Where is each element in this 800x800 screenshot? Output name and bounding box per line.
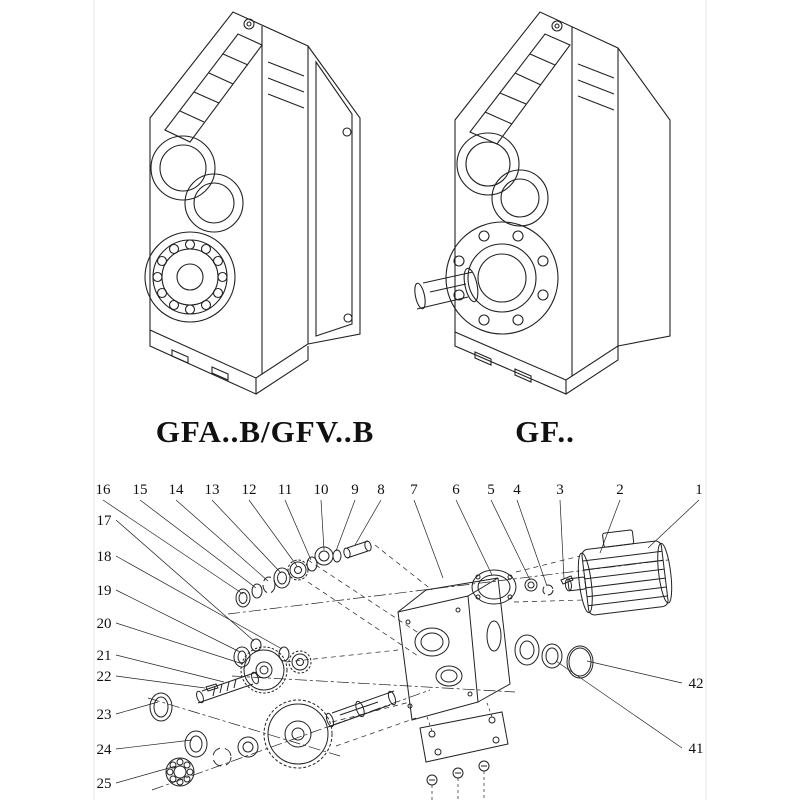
washer: [524, 578, 538, 592]
callout-15: 15: [132, 482, 148, 498]
gear-housing: [397, 577, 511, 721]
callout-10: 10: [313, 482, 329, 498]
callout-5: 5: [487, 482, 495, 498]
center-axes: [147, 559, 669, 791]
callout-13: 13: [204, 482, 220, 498]
eyebolt-hole: [243, 18, 255, 30]
motor: [564, 529, 673, 616]
callout-4: 4: [513, 482, 521, 498]
motor-terminal-box: [602, 529, 635, 548]
callout-8: 8: [377, 482, 385, 498]
callout-11: 11: [277, 482, 293, 498]
output-shaft: [414, 267, 479, 310]
page-edge-lines: [93, 0, 707, 800]
callout-1: 1: [695, 482, 703, 498]
intermediate-shaft: [196, 671, 259, 704]
input-pinion-parts: [235, 540, 372, 608]
hollow-shaft-bearing: [144, 231, 236, 323]
callout-22: 22: [96, 669, 112, 685]
callout-17: 17: [96, 513, 112, 529]
exploded-view-drawing: [102, 499, 700, 800]
callout-20: 20: [96, 616, 112, 632]
callout-7: 7: [410, 482, 418, 498]
callout-25: 25: [96, 776, 112, 792]
callout-14: 14: [168, 482, 184, 498]
output-side-rings: [514, 634, 594, 679]
callout-2: 2: [616, 482, 624, 498]
output-gear-and-shaft: [263, 690, 397, 769]
callout-18: 18: [96, 549, 112, 565]
gear-unit-gfab-drawing: [144, 11, 361, 395]
callout-16: 16: [95, 482, 111, 498]
flange-gasket: [471, 569, 517, 605]
callout-9: 9: [351, 482, 359, 498]
cover-plate: [419, 699, 509, 800]
eyebolt-hole: [551, 20, 563, 32]
figure-label-gf: GF..: [515, 414, 575, 449]
circlip: [542, 584, 554, 596]
callout-6: 6: [452, 482, 460, 498]
motor-shaft-stub: [567, 576, 587, 592]
projection-lines: [285, 544, 585, 747]
callout-12: 12: [241, 482, 257, 498]
callout-24: 24: [96, 742, 112, 758]
intermediate-gear-parts: [233, 638, 312, 694]
gear-unit-gf-drawing: [414, 11, 671, 395]
callout-19: 19: [96, 583, 112, 599]
figure-label-gfab-gfvb: GFA..B/GFV..B: [155, 414, 375, 449]
callout-21: 21: [96, 648, 112, 664]
callout-42: 42: [688, 676, 704, 692]
leader-lines: [102, 499, 700, 784]
callout-23: 23: [96, 707, 112, 723]
callout-3: 3: [556, 482, 564, 498]
output-bearing-parts: [149, 692, 259, 787]
output-flange: [445, 221, 559, 335]
callout-41: 41: [688, 741, 704, 757]
key: [560, 575, 574, 585]
